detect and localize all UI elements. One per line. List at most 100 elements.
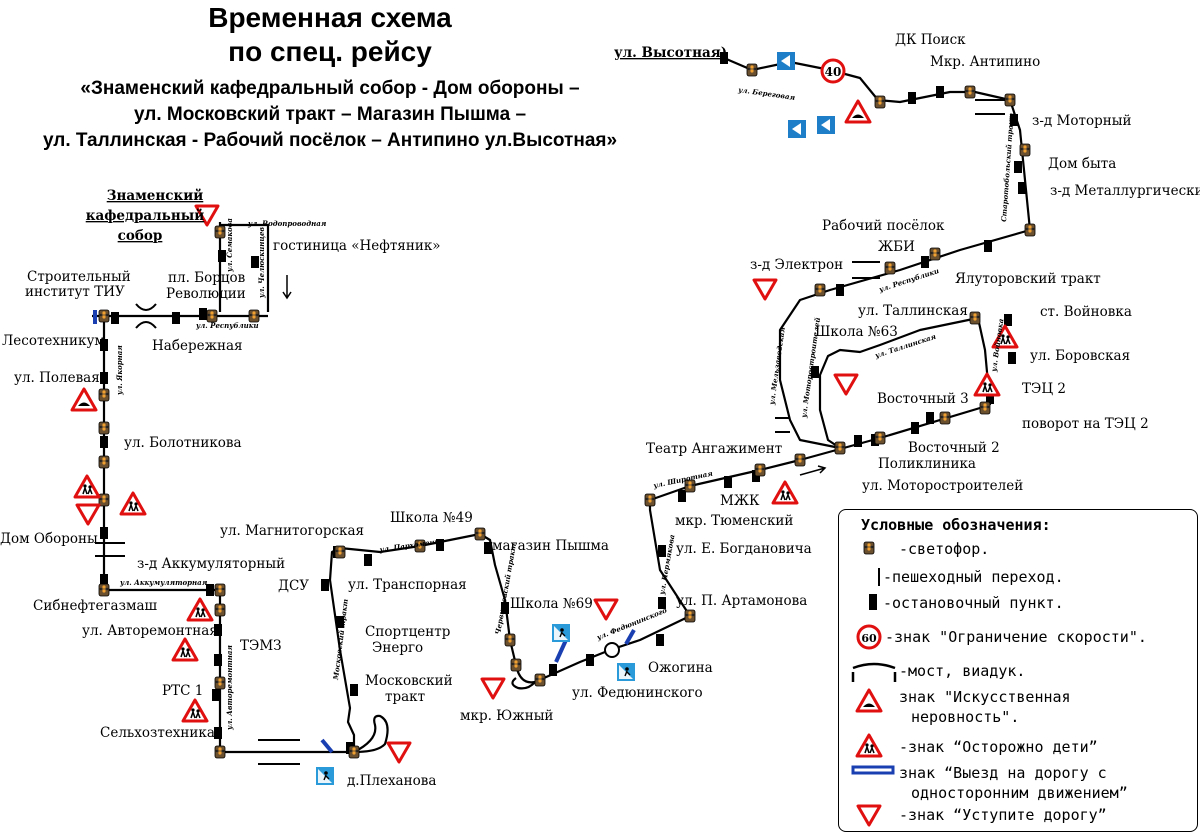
stop-label: Лесотехникум <box>2 333 105 349</box>
bus-stop-icon <box>854 435 862 447</box>
yield-sign-icon <box>386 741 412 764</box>
bus-stop-icon <box>936 86 944 98</box>
bus-stop-icon <box>218 250 226 262</box>
stop-label: Школа №69 <box>510 596 593 612</box>
map-title: Временная схема <box>208 2 452 33</box>
children-sign-icon <box>171 637 199 662</box>
traffic-light-icon <box>754 463 766 477</box>
stop-label: Набережная <box>152 338 243 354</box>
stop-label: Дом Обороны <box>0 531 98 547</box>
legend-symbols: 60 <box>851 541 897 827</box>
traffic-light-icon <box>884 261 896 275</box>
legend-speed: -знак "Ограничение скорости". <box>885 628 1147 646</box>
bus-stop-icon <box>811 366 819 378</box>
stop-label: мкр. Южный <box>460 708 553 724</box>
bus-stop-icon <box>100 527 108 539</box>
speed-limit-icon <box>856 624 882 650</box>
bus-stop-icon <box>984 240 992 252</box>
legend-bump-2: неровность". <box>911 708 1020 726</box>
traffic-light-icon <box>504 633 516 647</box>
street-label: ул. Республики <box>195 321 259 330</box>
traffic-light-icon <box>534 673 546 687</box>
bus-stop-icon <box>549 664 557 676</box>
bus-stop-icon <box>350 684 358 696</box>
stop-label: Поликлиника <box>878 456 976 472</box>
bump-sign-icon <box>844 99 872 124</box>
traffic-light-icon <box>98 493 110 507</box>
children-sign-icon <box>771 480 799 505</box>
bus-stop-icon <box>100 339 108 351</box>
stop-label: Рабочий посёлок <box>822 218 945 234</box>
bus-stop-icon <box>251 256 259 268</box>
direction-arrow <box>282 275 292 300</box>
route-line-2: ул. Московский тракт – Магазин Пышма – <box>133 104 527 125</box>
stop-label: ул. Федюнинского <box>572 685 703 701</box>
bus-stop-icon <box>926 412 934 424</box>
yield-sign-icon <box>752 278 778 301</box>
stop-label: гостиница «Нефтяник» <box>273 238 441 254</box>
stop-label: ст. Войновка <box>1040 304 1132 320</box>
traffic-light-icon <box>814 283 826 297</box>
traffic-light-icon <box>874 431 886 445</box>
traffic-light-icon <box>794 453 806 467</box>
traffic-light-icon <box>214 583 226 597</box>
stop-label: ул. Полевая <box>14 370 100 386</box>
traffic-light-icon <box>348 745 360 759</box>
traffic-light-icon <box>474 527 486 541</box>
crosswalk-sign-icon <box>551 623 571 643</box>
bus-stop-icon <box>658 597 666 609</box>
traffic-light-icon <box>98 455 110 469</box>
stop-label: Энерго <box>372 640 423 656</box>
street-label: Червишевский тракт <box>493 543 518 636</box>
stop-label: з-д Электрон <box>750 257 843 273</box>
bus-stop-icon <box>321 579 329 591</box>
stop-label: Знаменский <box>107 188 204 204</box>
yield-sign-icon <box>480 677 506 700</box>
bridges <box>95 99 1005 765</box>
bus-stop-icon <box>656 634 664 646</box>
direction-arrow <box>799 465 827 476</box>
route-line-3: ул. Таллинская - Рабочий посёлок – Антип… <box>42 130 618 151</box>
traffic-light-icon <box>214 603 226 617</box>
children-sign-icon <box>119 491 147 516</box>
bus-stop-icon <box>986 392 994 404</box>
street-label: ул. Челюскинцев <box>257 227 266 299</box>
stop-label: д.Плеханова <box>347 773 436 789</box>
bump-icon <box>855 688 883 713</box>
street-label: ул. Якорная <box>115 345 124 396</box>
oneway-exits <box>93 310 636 754</box>
traffic-light-icon <box>98 421 110 435</box>
legend-oneway-2: односторонним движением” <box>911 784 1128 802</box>
children-icon <box>855 733 883 758</box>
traffic-light-icon <box>1004 93 1016 107</box>
bus-stop-icon <box>199 308 207 320</box>
traffic-light-icon <box>510 658 522 672</box>
stop-label: Школа №49 <box>390 510 473 526</box>
yield-sign-icon <box>833 373 859 396</box>
stop-label: тракт <box>385 689 425 705</box>
stop-label: Театр Ангажимент <box>646 441 782 457</box>
roundabout <box>604 642 620 658</box>
bus-stop-icon <box>869 594 877 610</box>
stop-label: ул. Е. Богдановича <box>676 541 812 557</box>
stop-label: Дом быта <box>1048 156 1116 172</box>
stop-markers <box>100 52 1026 754</box>
stop-label: ТЭЦ 2 <box>1022 381 1066 397</box>
stop-label: ЖБИ <box>878 239 915 255</box>
oneway-sign-icon <box>777 52 795 70</box>
bus-stop-icon <box>214 727 222 739</box>
map-subtitle: по спец. рейсу <box>228 36 432 67</box>
children-sign-icon <box>973 372 1001 397</box>
traffic-light-icon <box>214 676 226 690</box>
bus-stop-icon <box>1018 182 1026 194</box>
traffic-light-icon <box>214 225 226 239</box>
legend-traffic-light: -светофор. <box>899 540 990 558</box>
bus-stop-icon <box>1008 352 1016 364</box>
legend-stop: -остановочный пункт. <box>883 594 1064 612</box>
stop-label: МЖК <box>720 493 760 509</box>
traffic-light-icon <box>929 247 941 261</box>
bump-sign-icon <box>70 387 98 412</box>
legend-oneway-1: знак “Выезд на дорогу с <box>899 764 1107 782</box>
traffic-light-icon <box>964 85 976 99</box>
traffic-light-icon <box>746 63 758 77</box>
